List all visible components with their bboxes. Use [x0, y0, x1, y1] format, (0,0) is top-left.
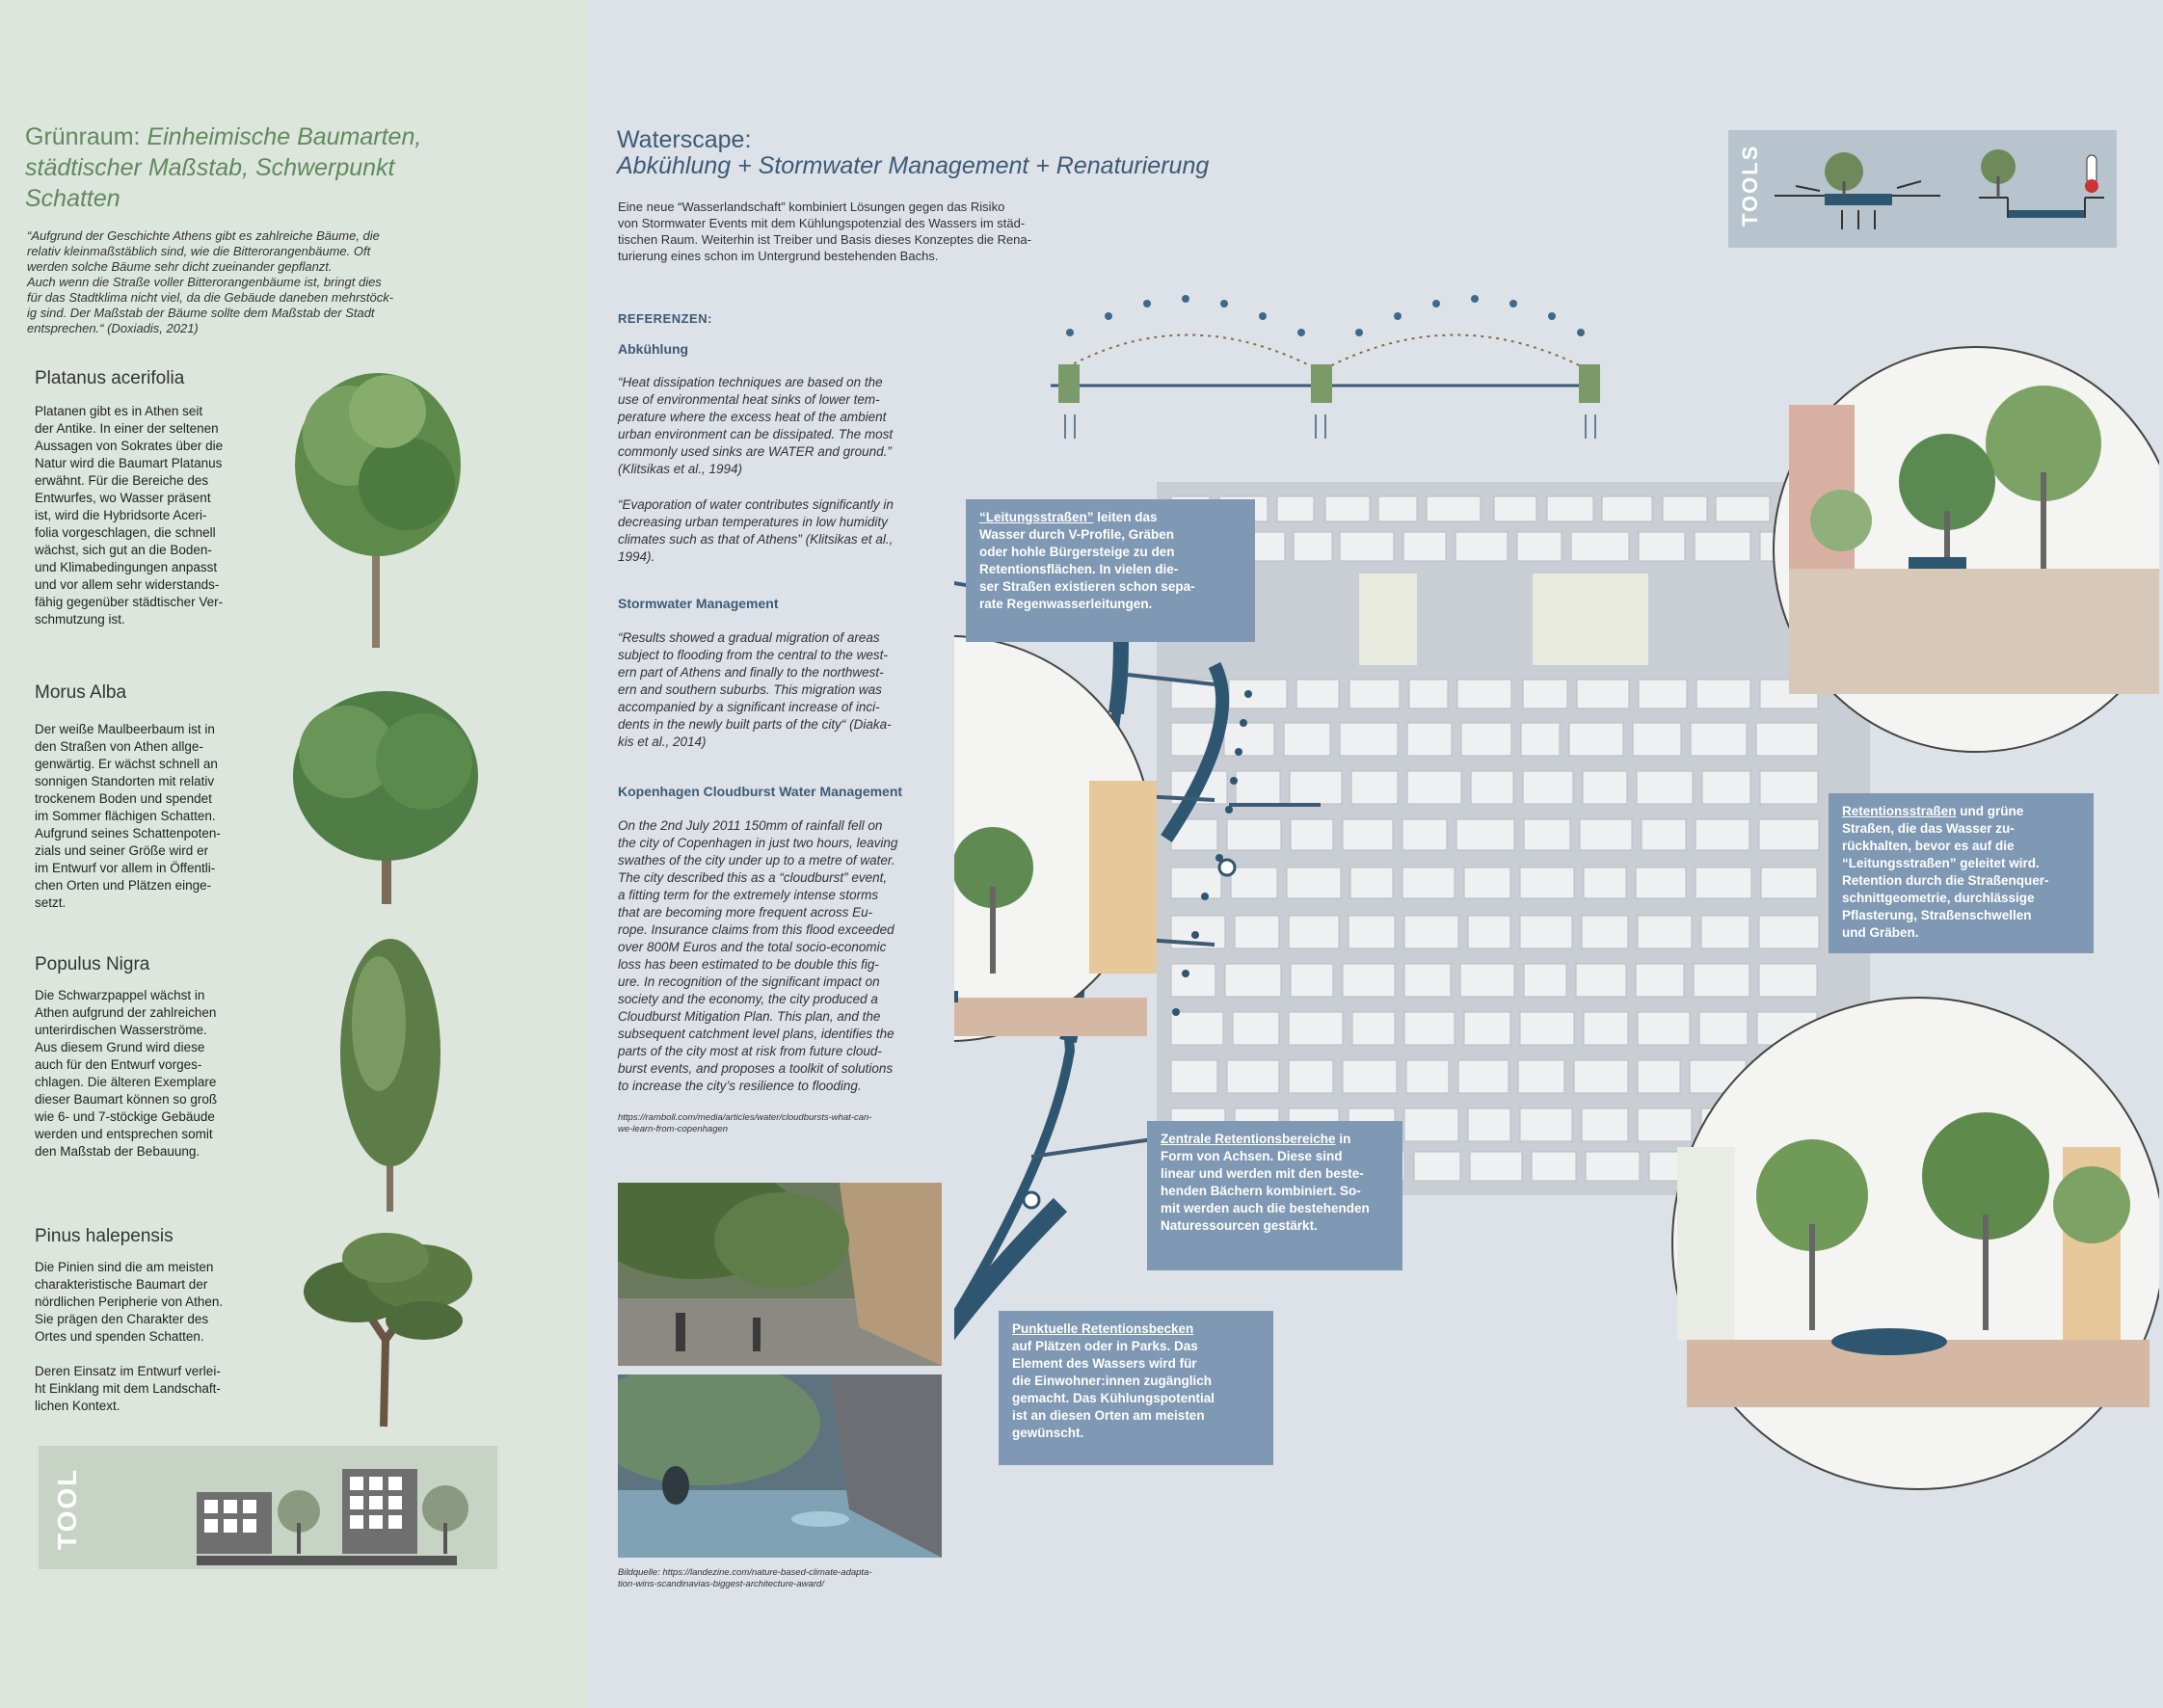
rain-cycle-schematic — [1051, 295, 1600, 439]
doxiadis-quote: “Aufgrund der Geschichte Athens gibt es … — [27, 228, 394, 335]
tree-name-platanus: Platanus acerifolia — [35, 368, 185, 388]
ref-stormwater-title: Stormwater Management — [618, 596, 779, 611]
waterscape-intro: Eine neue “Wasserlandschaft” kombiniert … — [618, 200, 1031, 263]
tools-diagram — [1775, 149, 2104, 229]
tools-label: TOOLS — [1738, 144, 1762, 227]
tool-label: TOOL — [52, 1467, 82, 1550]
platanus-tree-icon — [295, 373, 461, 648]
tree-name-populus: Populus Nigra — [35, 954, 150, 974]
left-panel-greenspace: Grünraum: Einheimische Baumarten, städti… — [0, 0, 588, 1708]
tree-icon — [1922, 1112, 2049, 1240]
tool-box: TOOL — [39, 1446, 497, 1569]
ref-copenhagen-url: https://ramboll.com/media/articles/water… — [618, 1112, 872, 1134]
tree-text-populus: Die Schwarzpappel wächst in Athen aufgru… — [35, 988, 218, 1159]
tree-text-morus: Der weiße Maulbeerbaum ist in den Straße… — [35, 722, 221, 910]
tree-name-pinus: Pinus halepensis — [35, 1226, 174, 1246]
section-circle-bottom — [1671, 997, 2159, 1490]
populus-tree-icon — [340, 939, 441, 1212]
ref-copenhagen-title: Kopenhagen Cloudburst Water Management — [618, 784, 903, 799]
photo-credit: Bildquelle: https://landezine.com/nature… — [618, 1567, 872, 1589]
tree-name-morus: Morus Alba — [35, 682, 127, 703]
callout-punktuelle-retention: Punktuelle Retentionsbecken auf Plätzen … — [999, 1311, 1273, 1465]
ref-stormwater-quote: “Results showed a gradual migration of a… — [618, 630, 892, 749]
tree-icon — [1756, 1139, 1868, 1251]
tree-icon — [1810, 490, 1872, 551]
tree-text-platanus: Platanen gibt es in Athen seit der Antik… — [35, 404, 224, 627]
pinus-tree-icon — [304, 1233, 472, 1428]
callout-zentrale-retention: Zentrale Retentionsbereiche in Form von … — [1147, 1121, 1402, 1270]
tree-icon — [1986, 386, 2101, 501]
ref-cooling-quote2: “Evaporation of water contributes signif… — [618, 497, 894, 564]
greenspace-title: Grünraum: Einheimische Baumarten, städti… — [25, 123, 422, 212]
copenhagen-photo-dry — [618, 1183, 942, 1366]
tree-icon — [278, 1490, 320, 1533]
references-heading: REFERENZEN: — [618, 311, 712, 326]
tree-icon — [1825, 152, 1863, 191]
section-circle-top — [1773, 346, 2159, 753]
tree-icon — [1899, 434, 1995, 530]
callout-leitungsstrassen: “Leitungsstraßen” leiten das Wasser durc… — [966, 499, 1255, 642]
callout-retentionsstrassen: Retentionsstraßen und grüne Straßen, die… — [1829, 793, 2094, 953]
rain-drop-icon — [1066, 329, 1074, 336]
ref-cooling-quote1: “Heat dissipation techniques are based o… — [618, 375, 894, 476]
waterscape-subtitle: Abkühlung + Stormwater Management + Rena… — [617, 152, 1210, 179]
tools-box: TOOLS — [1728, 130, 2117, 248]
tool-diagram — [197, 1469, 468, 1565]
tree-text-pinus: Die Pinien sind die am meisten charakter… — [35, 1260, 224, 1413]
morus-tree-icon — [293, 691, 478, 904]
copenhagen-photo-flooded — [618, 1374, 942, 1558]
ref-cooling-title: Abkühlung — [618, 341, 689, 357]
tree-icon — [1981, 149, 2016, 184]
waterscape-title: Waterscape: — [617, 126, 752, 153]
waterscape-map-diagram — [954, 295, 2159, 1490]
tree-icon — [2053, 1166, 2130, 1243]
tree-icon — [954, 827, 1033, 908]
ref-copenhagen-text: On the 2nd July 2011 150mm of rainfall f… — [618, 818, 898, 1093]
tree-icon — [422, 1485, 468, 1532]
section-circle-left — [954, 635, 1157, 1042]
